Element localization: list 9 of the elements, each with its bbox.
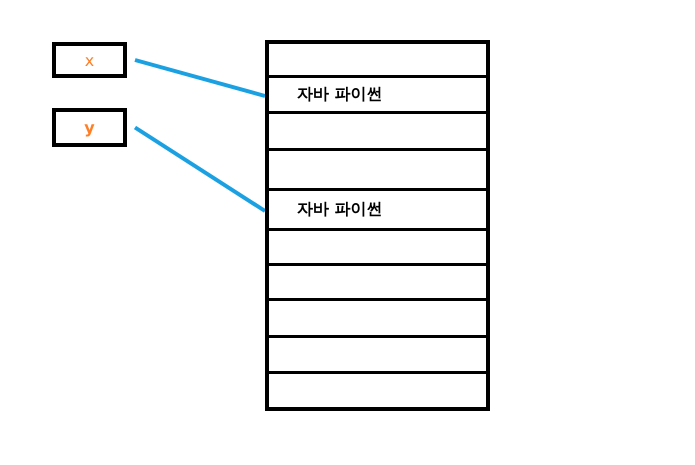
connector-line: [134, 58, 266, 98]
variable-name: y: [84, 118, 95, 137]
connector-line: [134, 126, 266, 213]
cell-value: 자바 파이썬: [297, 84, 383, 105]
variable-box: [52, 108, 127, 147]
variable-name: x: [84, 50, 94, 70]
variable-box: [52, 42, 127, 78]
cell-value: 자바 파이썬: [297, 199, 383, 220]
memory-block: [265, 40, 490, 411]
